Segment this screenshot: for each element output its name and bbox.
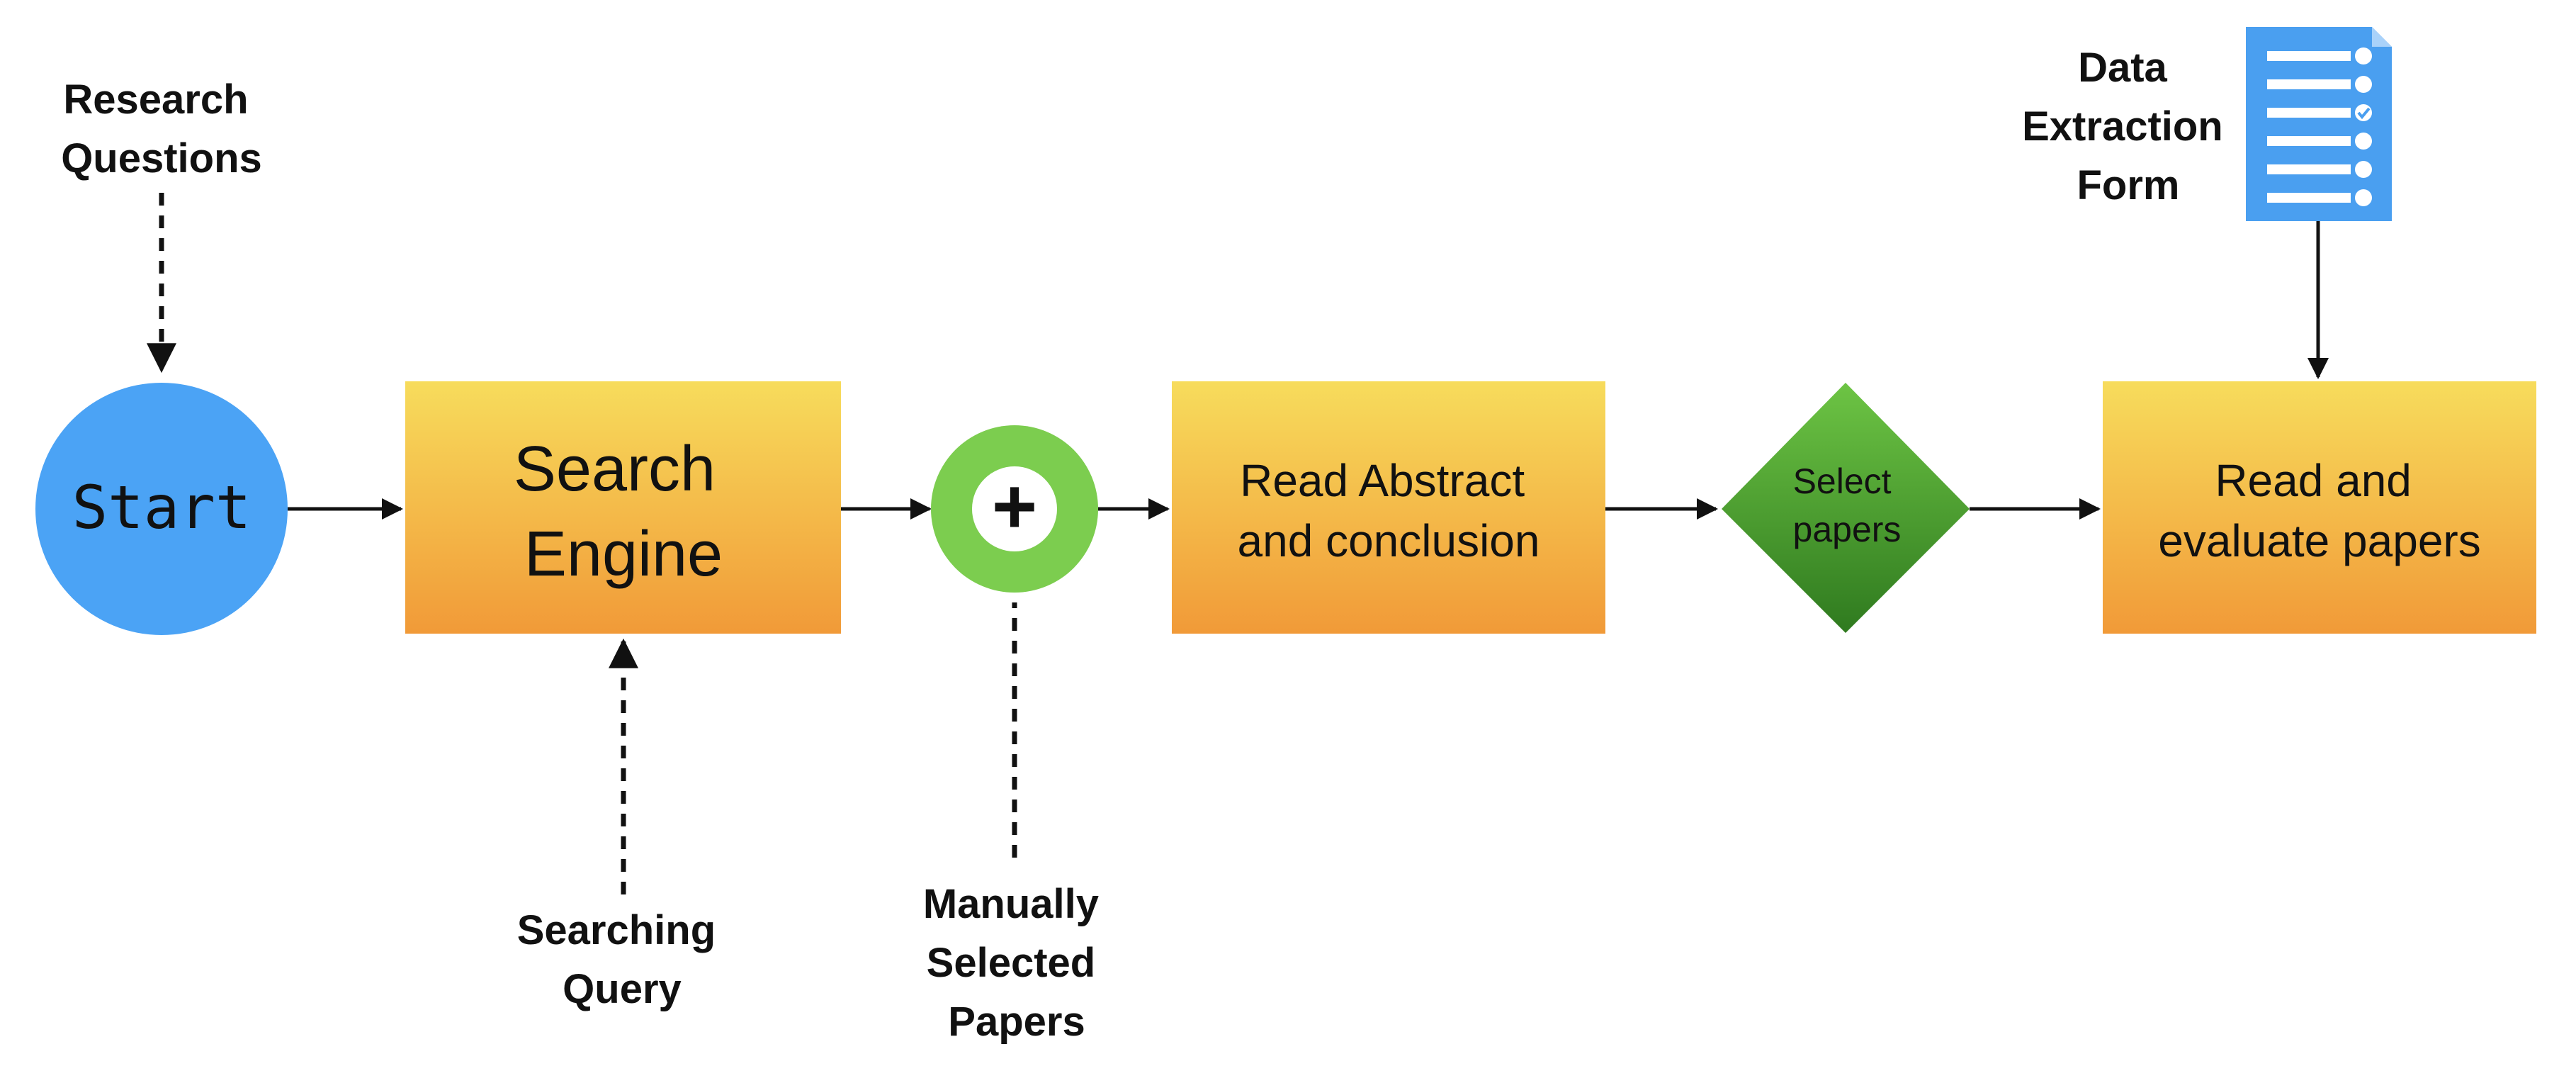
start-label: Start — [72, 473, 252, 542]
searching-query-label: Searching Query — [517, 907, 728, 1012]
data-extraction-form-label: Data Extraction Form — [2022, 45, 2235, 208]
research-questions-label: Research Questions — [61, 77, 262, 181]
read-abstract-node — [1172, 381, 1605, 634]
merge-node-inner — [972, 466, 1057, 551]
read-evaluate-label: Read and evaluate papers — [2158, 455, 2480, 566]
read-evaluate-node — [2103, 381, 2536, 634]
form-document-icon — [2246, 27, 2392, 221]
select-papers-node — [1722, 383, 1970, 633]
plus-icon: + — [992, 463, 1037, 550]
start-node — [35, 383, 288, 635]
select-papers-label: Select papers — [1793, 461, 1902, 549]
search-engine-node — [405, 381, 841, 634]
manually-selected-label: Manually Selected Papers — [923, 881, 1110, 1045]
search-engine-label: Search Engine — [514, 434, 733, 590]
read-abstract-label: Read Abstract and conclusion — [1238, 455, 1540, 566]
